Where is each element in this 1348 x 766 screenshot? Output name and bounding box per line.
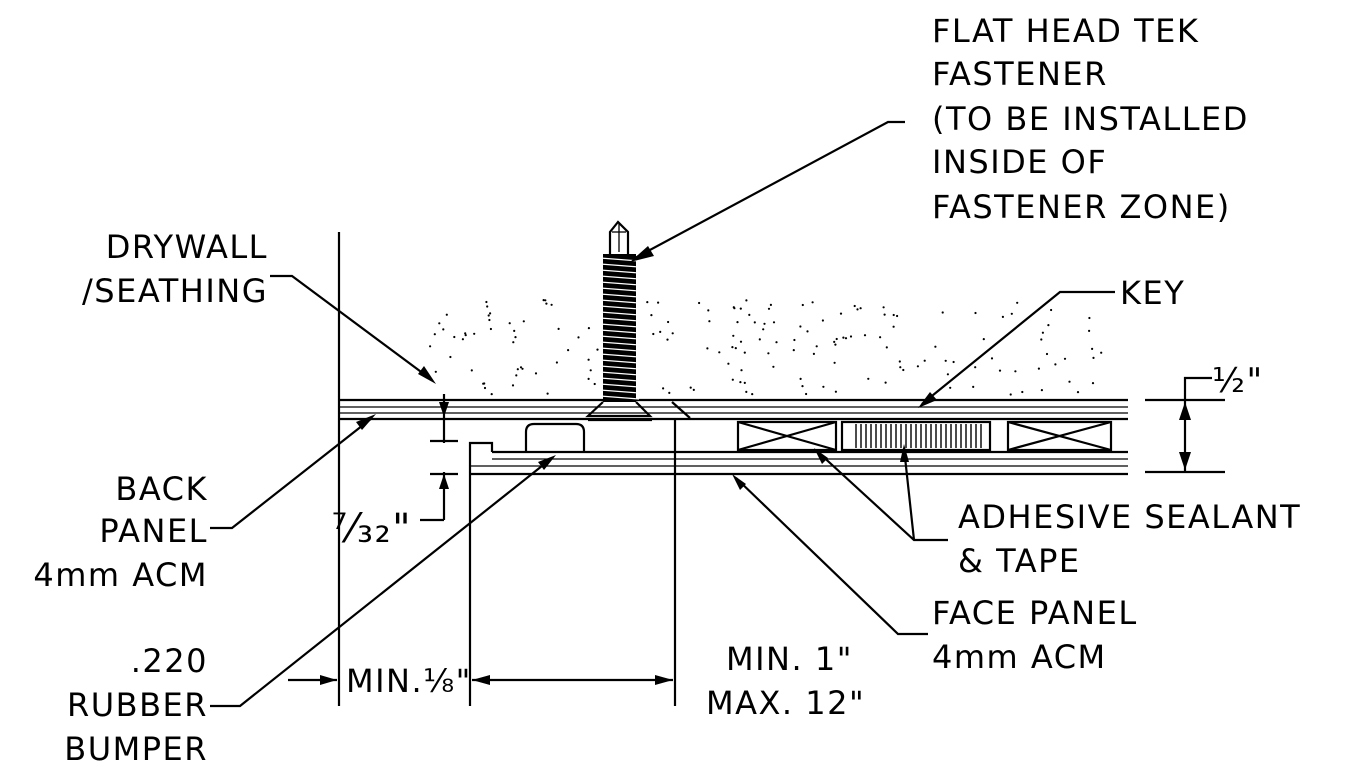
fastener-label-line-2: FASTENER xyxy=(932,55,1108,93)
fastener-threads xyxy=(599,257,640,400)
back-panel xyxy=(339,398,1128,421)
bumper-label-line-3: BUMPER xyxy=(64,730,208,766)
leader-lines xyxy=(210,120,1115,708)
bumper-label-line-2: RUBBER xyxy=(67,686,208,724)
adhesive-sealant xyxy=(840,420,992,452)
gap-label: ⁷⁄₃₂" xyxy=(331,506,412,552)
adhesive-label-line-1: ADHESIVE SEALANT xyxy=(958,498,1301,536)
key-label: KEY xyxy=(1120,274,1185,312)
face-panel-label-line-2: 4mm ACM xyxy=(932,638,1107,676)
half-inch-label: ½" xyxy=(1212,361,1264,401)
back-panel-label-line-2: PANEL xyxy=(99,512,208,550)
bumper-label-line-1: .220 xyxy=(131,642,208,680)
gap-dimension xyxy=(420,394,458,522)
spacing-label-line-2: MAX. 12" xyxy=(706,684,865,722)
half-inch-dimension xyxy=(1145,376,1225,474)
spacing-label-line-1: MIN. 1" xyxy=(726,640,853,678)
fastener-label-line-4: INSIDE OF xyxy=(932,143,1107,181)
adhesive-tape-left xyxy=(736,420,838,452)
min-eighth-label: MIN.⅛" xyxy=(346,662,472,700)
back-panel-label-line-3: 4mm ACM xyxy=(33,556,208,594)
adhesive-label-line-2: & TAPE xyxy=(958,542,1081,580)
adhesive-tape-right xyxy=(1006,420,1113,452)
fastener-label-line-1: FLAT HEAD TEK xyxy=(932,12,1199,50)
face-panel xyxy=(468,441,1128,476)
fastener-label-line-5: FASTENER ZONE) xyxy=(932,188,1231,226)
drywall-label-line-2: /SEATHING xyxy=(82,272,268,310)
face-panel-label-line-1: FACE PANEL xyxy=(932,594,1138,632)
bottom-dimensions xyxy=(288,420,677,706)
back-panel-label-line-1: BACK xyxy=(115,470,208,508)
tek-fastener xyxy=(585,220,653,422)
drywall-label-line-1: DRYWALL xyxy=(106,228,268,266)
drywall-stipple xyxy=(429,299,1103,396)
fastener-label-line-3: (TO BE INSTALLED xyxy=(932,100,1249,138)
fastener-label: FLAT HEAD TEK FASTENER (TO BE INSTALLED … xyxy=(932,12,1249,226)
rubber-bumper xyxy=(524,422,586,452)
